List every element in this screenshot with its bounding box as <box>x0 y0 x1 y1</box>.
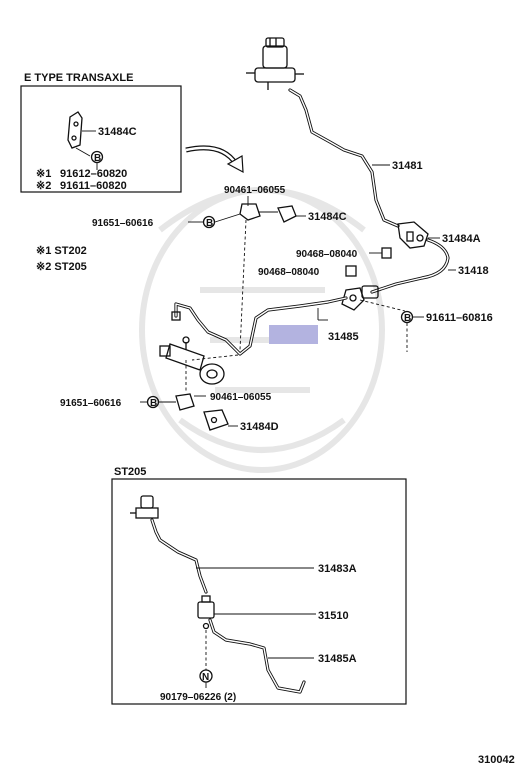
tube-31485a <box>208 618 306 694</box>
bolt-mark-right: B <box>404 313 411 324</box>
inset-e-type-frame <box>20 85 182 193</box>
inset-st205-frame <box>111 478 407 705</box>
label-31485a: 31485A <box>318 653 357 665</box>
bracket-31484c <box>277 205 297 223</box>
clip-90468-upper <box>381 247 392 259</box>
inset-bracket-31484c <box>67 111 83 149</box>
label-90468-lower: 90468–08040 <box>258 267 320 278</box>
nut-mark: N <box>202 672 209 683</box>
label-91611-60816: 91611–60816 <box>426 312 493 324</box>
st205-cylinder-31510 <box>197 595 215 630</box>
inset-ref2-part: 91611–60820 <box>60 180 127 192</box>
legend-ref2: ※2 ST205 <box>36 261 87 273</box>
pointer-arrow <box>185 145 244 174</box>
inset-bolt-marker <box>90 150 104 164</box>
label-31418: 31418 <box>458 265 489 277</box>
inset-ref1-mark: ※1 <box>36 168 51 180</box>
bracket-31484d <box>203 409 229 431</box>
clip-90468-lower <box>345 265 357 277</box>
bolt-marker-left-bottom <box>146 395 160 409</box>
bolt-mark-left-top: B <box>206 218 213 229</box>
inset-ref1-part: 91612–60820 <box>60 168 127 180</box>
inset-e-type-title: E TYPE TRANSAXLE <box>24 72 133 84</box>
inset-ref2-mark: ※2 <box>36 180 51 192</box>
union-bracket <box>341 287 365 311</box>
label-90179: 90179–06226 (2) <box>160 692 236 703</box>
release-cylinder <box>159 336 225 385</box>
label-31484c: 31484C <box>308 211 347 223</box>
legend-ref1: ※1 ST202 <box>36 245 87 257</box>
inset-label-31484c: 31484C <box>98 126 137 138</box>
inset-st205-title: ST205 <box>114 466 146 478</box>
label-31510: 31510 <box>318 610 349 622</box>
highlight-box <box>269 325 318 344</box>
bolt-marker-right <box>400 310 414 324</box>
label-91651-bottom: 91651–60616 <box>60 398 122 409</box>
reservoir-tank <box>246 37 304 90</box>
tube-31483a <box>150 518 208 594</box>
label-31484d: 31484D <box>240 421 279 433</box>
label-31483a: 31483A <box>318 563 357 575</box>
inset-bolt-mark: B <box>94 153 101 164</box>
label-90461-bottom: 90461–06055 <box>210 392 272 403</box>
bolt-marker-left-top <box>202 215 216 229</box>
diagram-number: 310042 <box>478 754 515 766</box>
label-31481: 31481 <box>392 160 423 172</box>
tube-31485 <box>174 296 348 356</box>
label-31484a: 31484A <box>442 233 481 245</box>
bolt-mark-left-bottom: B <box>150 398 157 409</box>
label-90461-top: 90461–06055 <box>224 185 286 196</box>
label-90468-upper: 90468–08040 <box>296 249 358 260</box>
label-91651-top: 91651–60616 <box>92 218 154 229</box>
clip-90461-top <box>239 203 261 221</box>
clip-90461-bottom <box>175 393 195 411</box>
st205-reservoir-fitting <box>130 495 159 519</box>
bracket-31484a <box>397 221 429 249</box>
label-31485: 31485 <box>328 331 359 343</box>
